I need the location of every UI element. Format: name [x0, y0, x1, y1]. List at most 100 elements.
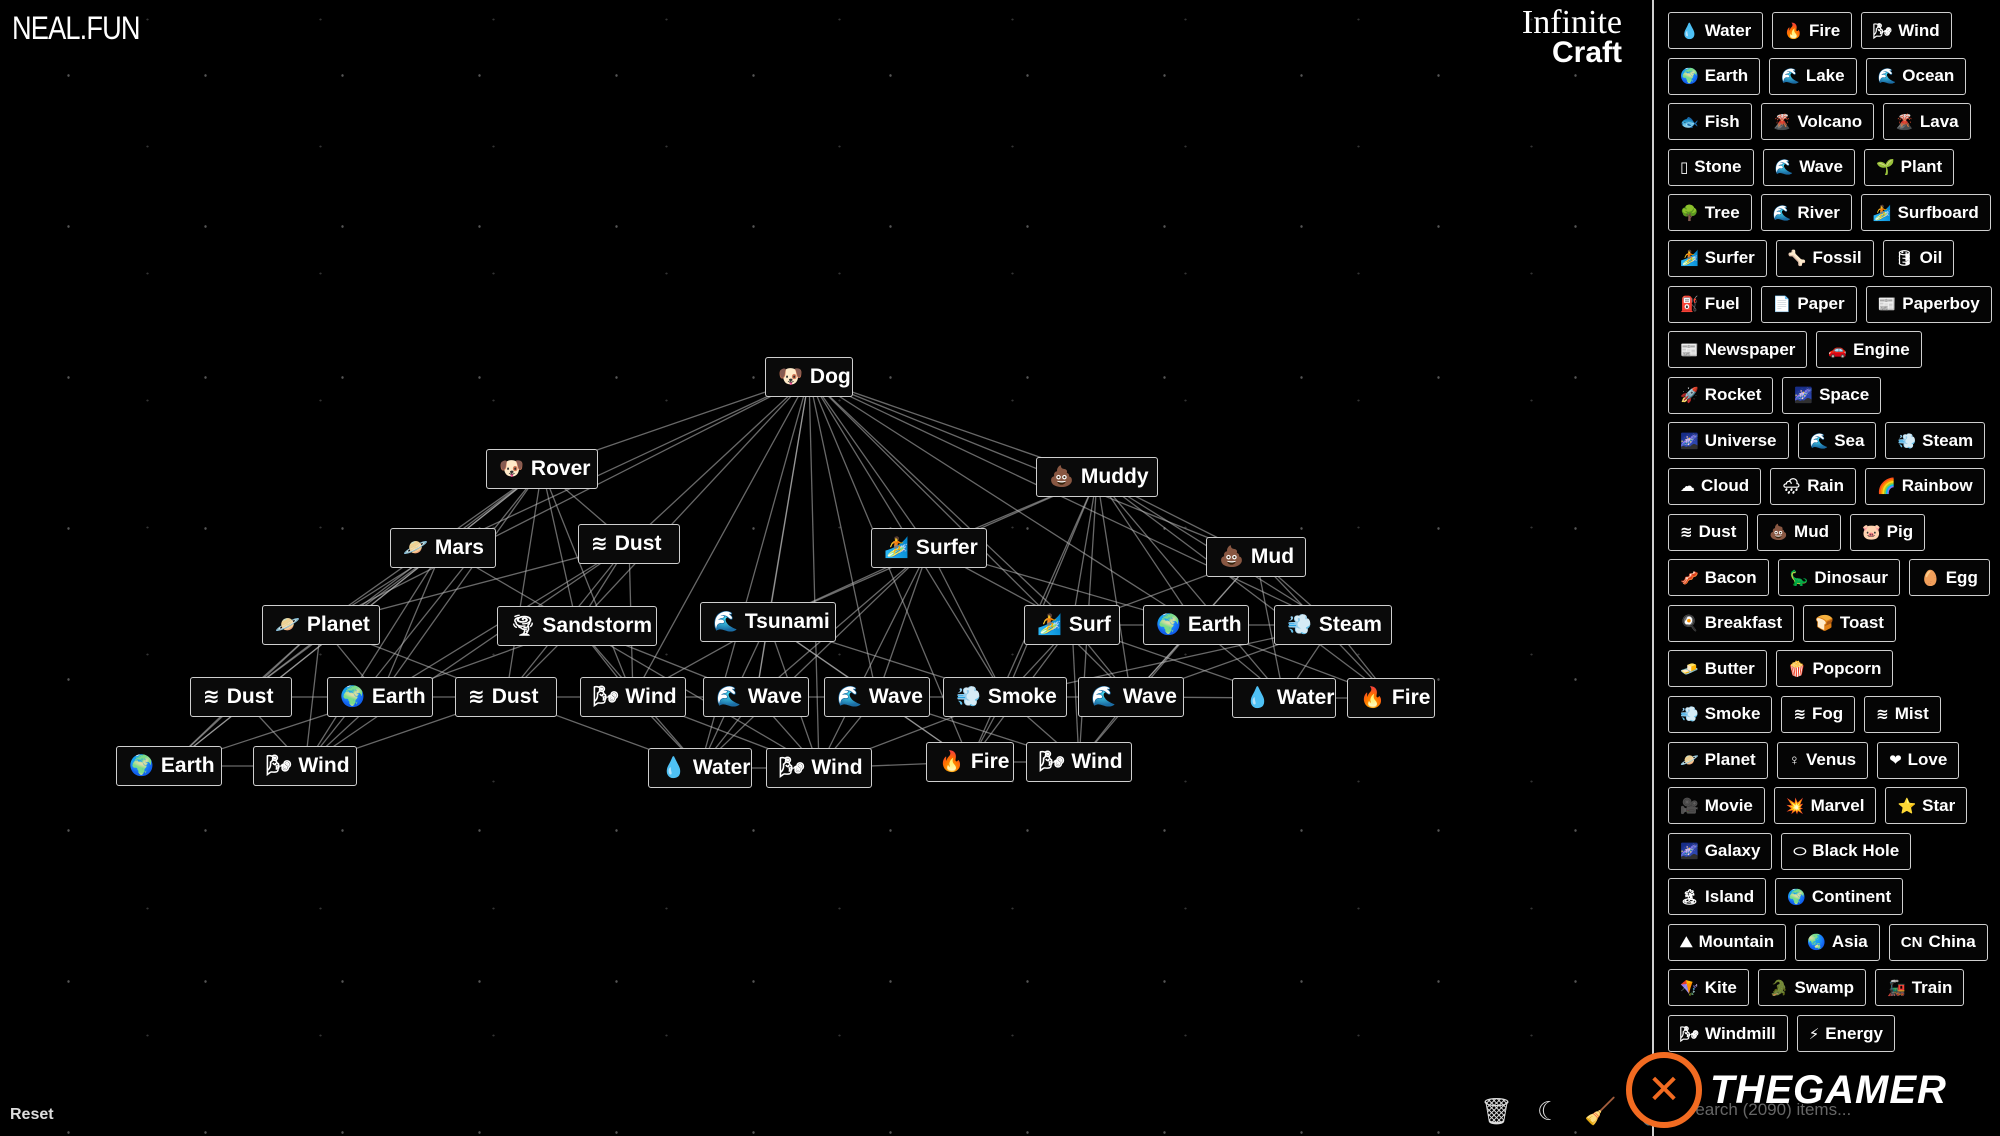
sidebar-item-energy[interactable]: ⚡Energy	[1796, 1015, 1895, 1053]
sidebar-item-universe[interactable]: 🌌Universe	[1668, 422, 1789, 460]
sidebar-item-stone[interactable]: ▯Stone	[1668, 148, 1754, 186]
canvas-element-wind4[interactable]: 🌬Wind	[1026, 742, 1132, 782]
sidebar-item-island[interactable]: 🏝Island	[1668, 878, 1767, 916]
canvas-element-steam[interactable]: 💨Steam	[1274, 605, 1392, 645]
sidebar-item-fish[interactable]: 🐟Fish	[1668, 103, 1752, 141]
sidebar-item-toast[interactable]: 🍞Toast	[1803, 604, 1896, 642]
canvas-element-dust3[interactable]: ≋Dust	[455, 677, 557, 717]
canvas-element-surfer[interactable]: 🏄Surfer	[871, 528, 987, 568]
sidebar-item-cloud[interactable]: ☁Cloud	[1668, 467, 1762, 505]
sidebar-item-continent[interactable]: 🌍Continent	[1775, 878, 1904, 916]
sidebar-item-newspaper[interactable]: 📰Newspaper	[1668, 331, 1808, 369]
sidebar-item-black-hole[interactable]: ⬭Black Hole	[1781, 832, 1912, 870]
sidebar-item-egg[interactable]: 🥚Egg	[1909, 559, 1990, 597]
sidebar-item-dinosaur[interactable]: 🦕Dinosaur	[1777, 559, 1901, 597]
sidebar-item-popcorn[interactable]: 🍿Popcorn	[1775, 650, 1894, 688]
sidebar-item-mud[interactable]: 💩Mud	[1757, 513, 1841, 551]
sidebar-item-dust[interactable]: ≋Dust	[1668, 513, 1749, 551]
canvas-element-earth3[interactable]: 🌍Earth	[116, 746, 222, 786]
sidebar-item-mountain[interactable]: ⛰Mountain	[1668, 923, 1787, 961]
sidebar-item-planet[interactable]: 🪐Planet	[1668, 741, 1768, 779]
sidebar-item-marvel[interactable]: 💥Marvel	[1773, 787, 1877, 825]
sidebar-item-plant[interactable]: 🌱Plant	[1863, 148, 1955, 186]
sidebar-item-paperboy[interactable]: 📰Paperboy	[1865, 285, 1992, 323]
sidebar-item-wind[interactable]: 🌬Wind	[1861, 12, 1952, 49]
sidebar-item-fire[interactable]: 🔥Fire	[1772, 12, 1853, 49]
items-sidebar[interactable]: 💧Water🔥Fire🌬Wind 🌍Earth🌊Lake🌊Ocean 🐟Fish🌋V…	[1652, 0, 2000, 1136]
sidebar-item-surfer[interactable]: 🏄Surfer	[1668, 239, 1767, 277]
sidebar-item-mist[interactable]: ≋Mist	[1864, 695, 1941, 733]
sidebar-item-pig[interactable]: 🐷Pig	[1849, 513, 1926, 551]
craft-canvas[interactable]: 🐶Dog 🐶Rover 💩Muddy 🪐Mars ≋Dust 🏄Surfer 💩Mud 🪐Pl…	[0, 0, 1652, 1136]
sidebar-item-breakfast[interactable]: 🍳Breakfast	[1668, 604, 1795, 642]
canvas-element-wave3[interactable]: 🌊Wave	[1078, 677, 1184, 717]
sidebar-item-star[interactable]: ⭐Star	[1885, 787, 1968, 825]
canvas-element-muddy[interactable]: 💩Muddy	[1036, 457, 1158, 497]
sidebar-item-fog[interactable]: ≋Fog	[1781, 695, 1856, 733]
sidebar-item-butter[interactable]: 🧈Butter	[1668, 650, 1767, 688]
sidebar-item-movie[interactable]: 🎥Movie	[1668, 787, 1765, 825]
sidebar-item-oil[interactable]: 🛢Oil	[1882, 239, 1955, 277]
sidebar-item-lava[interactable]: 🌋Lava	[1883, 103, 1971, 141]
sidebar-item-bacon[interactable]: 🥓Bacon	[1668, 559, 1769, 597]
sidebar-item-ocean[interactable]: 🌊Ocean	[1865, 57, 1967, 95]
reset-button[interactable]: Reset	[10, 1106, 54, 1123]
sidebar-item-earth[interactable]: 🌍Earth	[1668, 57, 1761, 95]
canvas-element-planet[interactable]: 🪐Planet	[262, 605, 380, 645]
sidebar-item-asia[interactable]: 🌏Asia	[1795, 923, 1880, 961]
canvas-element-rover[interactable]: 🐶Rover	[486, 449, 598, 489]
sidebar-item-volcano[interactable]: 🌋Volcano	[1760, 103, 1875, 141]
canvas-element-wind1[interactable]: 🌬Wind	[580, 677, 686, 717]
canvas-element-wave2[interactable]: 🌊Wave	[824, 677, 930, 717]
sidebar-item-smoke[interactable]: 💨Smoke	[1668, 695, 1773, 733]
canvas-element-dust1[interactable]: ≋Dust	[578, 524, 680, 564]
canvas-element-fire1[interactable]: 🔥Fire	[1347, 678, 1435, 718]
sidebar-item-fossil[interactable]: 🦴Fossil	[1775, 239, 1874, 277]
sidebar-item-rocket[interactable]: 🚀Rocket	[1668, 376, 1774, 414]
canvas-element-water2[interactable]: 💧Water	[648, 748, 752, 788]
sidebar-item-kite[interactable]: 🪁Kite	[1668, 969, 1749, 1007]
sidebar-item-sea[interactable]: 🌊Sea	[1797, 422, 1877, 460]
sidebar-item-steam[interactable]: 💨Steam	[1885, 422, 1986, 460]
search-input[interactable]: Search (2090) items...	[1684, 1100, 1852, 1119]
sidebar-item-tree[interactable]: 🌳Tree	[1668, 194, 1752, 232]
moon-icon[interactable]: ☾	[1537, 1096, 1561, 1126]
canvas-element-dog[interactable]: 🐶Dog	[765, 357, 853, 397]
sidebar-item-rainbow[interactable]: 🌈Rainbow	[1865, 467, 1985, 505]
sidebar-item-windmill[interactable]: 🌬Windmill	[1668, 1015, 1788, 1053]
sidebar-item-venus[interactable]: ♀Venus	[1776, 741, 1869, 779]
sidebar-item-galaxy[interactable]: 🌌Galaxy	[1668, 832, 1773, 870]
sidebar-item-rain[interactable]: 🌧Rain	[1770, 467, 1857, 505]
canvas-element-fire2[interactable]: 🔥Fire	[926, 742, 1014, 782]
sidebar-item-paper[interactable]: 📄Paper	[1760, 285, 1857, 323]
sidebar-item-space[interactable]: 🌌Space	[1782, 376, 1882, 414]
sidebar-item-swamp[interactable]: 🐊Swamp	[1757, 969, 1867, 1007]
canvas-element-surf[interactable]: 🏄Surf	[1024, 605, 1120, 645]
neal-fun-logo[interactable]: NEAL.FUN	[12, 10, 141, 46]
canvas-element-smoke[interactable]: 💨Smoke	[943, 677, 1067, 717]
sidebar-item-wave[interactable]: 🌊Wave	[1762, 148, 1855, 186]
canvas-element-earth1[interactable]: 🌍Earth	[1143, 605, 1249, 645]
trash-icon[interactable]: 🗑	[1480, 1096, 1514, 1126]
sidebar-item-engine[interactable]: 🚗Engine	[1816, 331, 1922, 369]
canvas-element-dust2[interactable]: ≋Dust	[190, 677, 292, 717]
sidebar-item-river[interactable]: 🌊River	[1760, 194, 1852, 232]
canvas-element-earth2[interactable]: 🌍Earth	[327, 677, 433, 717]
canvas-element-tsunami[interactable]: 🌊Tsunami	[700, 602, 836, 642]
canvas-element-wind2[interactable]: 🌬Wind	[253, 746, 357, 786]
broom-icon[interactable]: 🧹	[1584, 1096, 1617, 1126]
canvas-element-wind3[interactable]: 🌬Wind	[766, 748, 872, 788]
sidebar-item-water[interactable]: 💧Water	[1668, 12, 1764, 49]
sidebar-item-love[interactable]: ❤Love	[1877, 741, 1960, 779]
sidebar-item-fuel[interactable]: ⛽Fuel	[1668, 285, 1752, 323]
sidebar-item-surfboard[interactable]: 🏄Surfboard	[1860, 194, 1991, 232]
sidebar-item-train[interactable]: 🚂Train	[1875, 969, 1965, 1007]
sidebar-item-lake[interactable]: 🌊Lake	[1769, 57, 1857, 95]
canvas-element-sandstorm[interactable]: 🌪Sandstorm	[497, 606, 657, 646]
canvas-element-water1[interactable]: 💧Water	[1232, 678, 1336, 718]
canvas-element-wave1[interactable]: 🌊Wave	[703, 677, 809, 717]
element-label: Mud	[1250, 545, 1295, 568]
canvas-element-mars[interactable]: 🪐Mars	[390, 528, 496, 568]
canvas-element-mud[interactable]: 💩Mud	[1206, 537, 1306, 577]
